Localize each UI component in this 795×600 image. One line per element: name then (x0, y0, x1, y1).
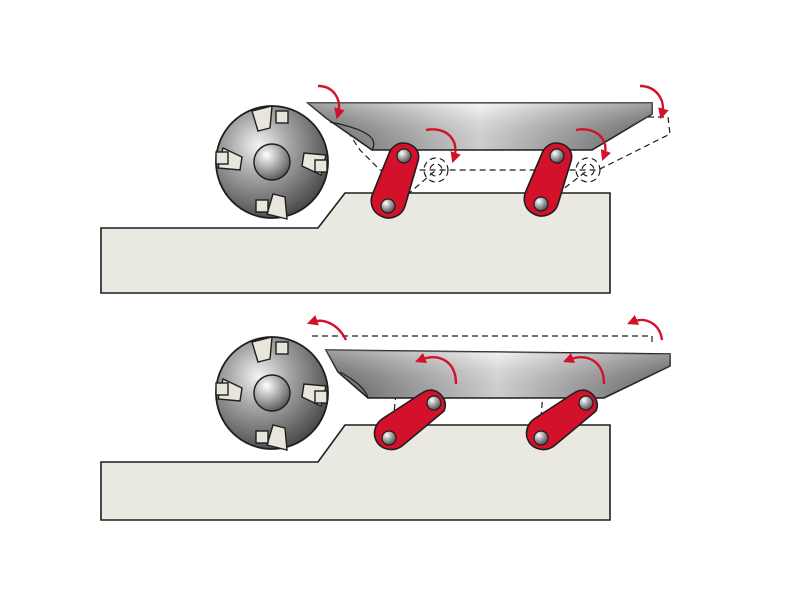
rotation-arrow-icon (425, 128, 461, 164)
pivot-joint-icon (533, 196, 549, 212)
rotation-arrow-icon (575, 128, 611, 162)
rotation-arrow-icon (627, 314, 664, 341)
cutter-head-icon (215, 336, 329, 451)
rotation-arrow-icon (306, 315, 348, 341)
rotation-arrow-icon (639, 84, 669, 120)
link-arm-left (370, 142, 420, 219)
link-arm-right (525, 389, 599, 451)
rotation-arrows-top (317, 84, 669, 164)
pivot-joint-icon (578, 395, 594, 411)
link-arm-left (373, 389, 447, 451)
pivot-joint-icon (549, 148, 565, 164)
pivot-joint-icon (426, 395, 442, 411)
pivot-joint-icon (533, 430, 549, 446)
machine-bed (100, 192, 611, 294)
pivot-joint-icon (380, 198, 396, 214)
machine-bed (100, 424, 611, 521)
link-arm-right (523, 142, 573, 217)
outfeed-table-lowered (324, 349, 671, 399)
rotation-arrow-icon (562, 352, 606, 385)
outfeed-table-raised (305, 102, 653, 151)
rotation-arrows-bottom (306, 314, 664, 385)
rotation-arrow-icon (317, 84, 345, 120)
rotation-arrow-icon (414, 352, 458, 385)
pivot-joint-icon (381, 430, 397, 446)
cutter-head-icon (215, 105, 329, 220)
pivot-joint-icon (396, 148, 412, 164)
panel-bottom (100, 314, 671, 521)
panel-top (100, 84, 671, 294)
